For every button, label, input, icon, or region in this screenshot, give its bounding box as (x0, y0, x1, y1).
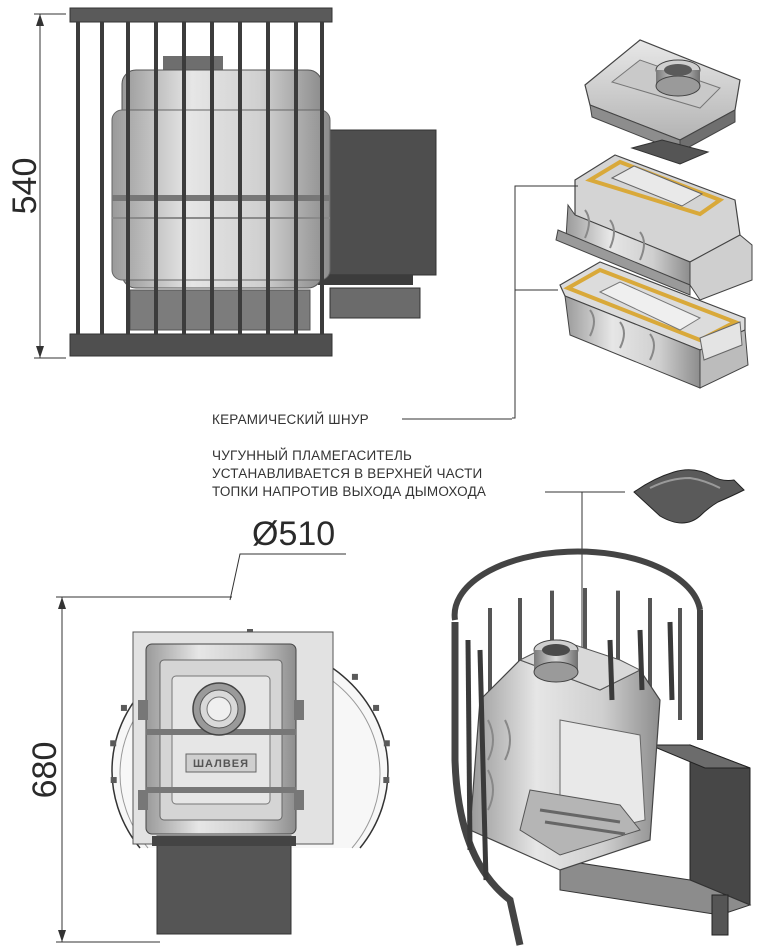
cage-clip (110, 777, 117, 784)
assembled-view (451, 548, 752, 946)
cage-clip (383, 740, 390, 747)
top-view: Ø510 680 ШАЛВЕЯ (26, 515, 390, 943)
dimension-diameter-510: Ø510 (252, 515, 335, 553)
dimension-height-540: 540 (6, 158, 44, 215)
cage-bar (607, 639, 615, 701)
cage-clip (120, 704, 127, 711)
cage-clip (383, 777, 390, 784)
exploded-view (512, 39, 753, 419)
label-flame-arrester-line3: ТОПКИ НАПРОТИВ ВЫХОДА ДЫМОХОДА (212, 484, 486, 499)
side-view: 540 (6, 7, 437, 359)
cage-clip (110, 740, 117, 747)
side-cage-bars (76, 22, 324, 334)
flame-arrester-plate (633, 469, 745, 524)
cage-bar (637, 629, 645, 691)
cage-bar (465, 639, 473, 851)
label-ceramic-cord: КЕРАМИЧЕСКИЙ ШНУР (212, 412, 369, 427)
label-flame-arrester-line2: УСТАНАВЛИВАЕТСЯ В ВЕРХНЕЙ ЧАСТИ (212, 466, 482, 481)
cage-clip (351, 673, 358, 680)
cage-bar (477, 649, 489, 881)
label-flame-arrester-line1: ЧУГУННЫЙ ПЛАМЕГАСИТЕЛЬ (212, 448, 412, 463)
dimension-depth-680: 680 (26, 742, 64, 799)
cage-clip (373, 704, 380, 711)
brand-logo: ШАЛВЕЯ (193, 758, 249, 770)
cage-bar (667, 621, 675, 701)
